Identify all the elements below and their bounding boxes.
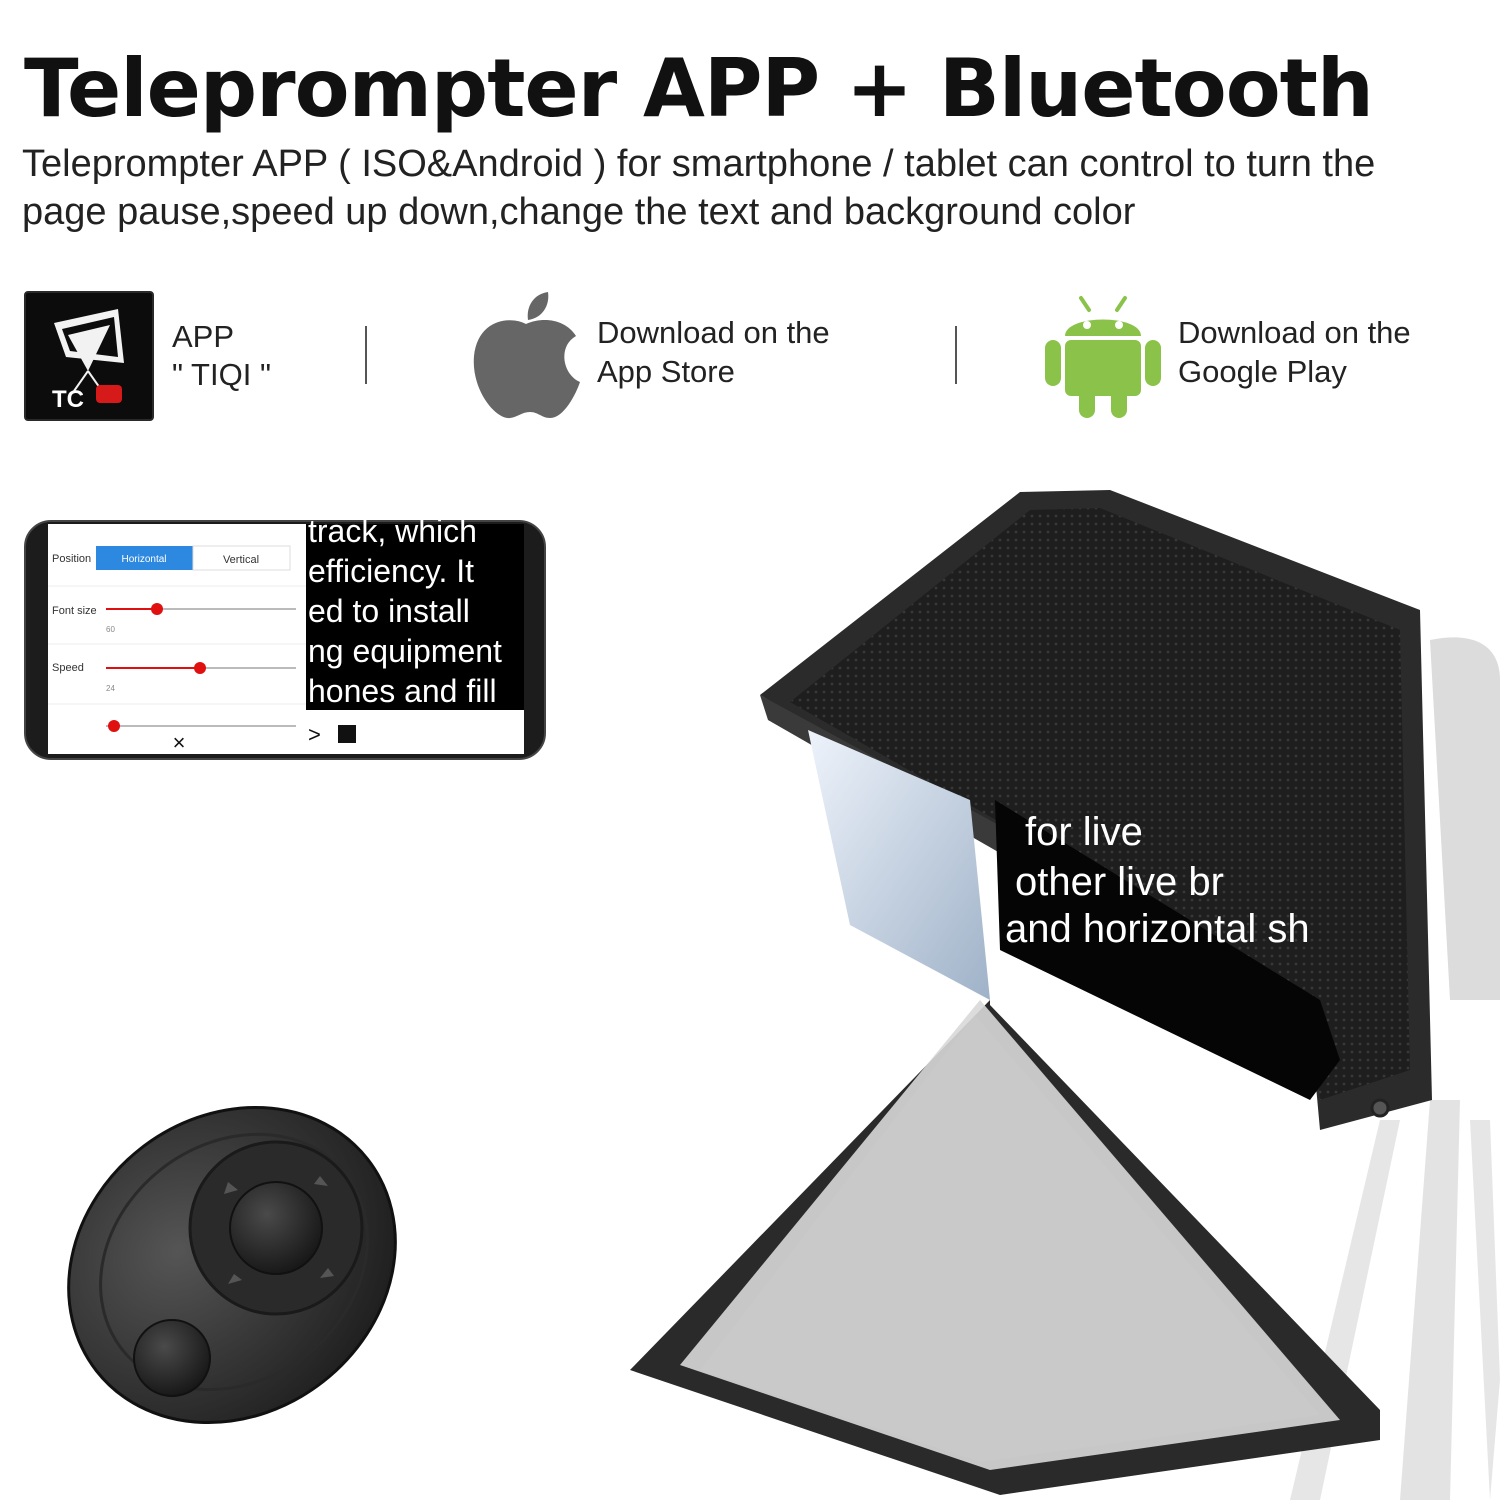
google-play-label[interactable]: Download on the Google Play (1178, 315, 1411, 389)
divider (955, 326, 957, 384)
font-size-slider-thumb[interactable] (151, 603, 163, 615)
horizontal-button[interactable] (96, 546, 193, 570)
font-size-value: 60 (106, 625, 115, 634)
mirror-text: for live other live br and horizontal sh (1005, 810, 1310, 951)
speed-value: 24 (106, 684, 115, 693)
bluetooth-remote (67, 1105, 397, 1425)
position-label: Position (52, 553, 91, 565)
svg-text:Vertical: Vertical (223, 554, 259, 566)
center-button[interactable] (229, 1181, 323, 1275)
android-icon[interactable] (1043, 292, 1163, 420)
tiqi-app-logo[interactable]: TC (24, 291, 154, 421)
divider (365, 326, 367, 384)
script-text: track, which efficiency. It ed to instal… (308, 520, 511, 709)
arrow-icon (224, 1182, 238, 1194)
next-icon[interactable]: > (308, 722, 321, 747)
hinge-knob[interactable] (1370, 1098, 1390, 1118)
vertical-button[interactable] (192, 545, 291, 571)
page-subtitle: Teleprompter APP ( ISO&Android ) for sma… (22, 143, 1376, 233)
app-store-label[interactable]: Download on the App Store (597, 315, 830, 389)
stop-icon[interactable] (338, 725, 356, 743)
svg-text:Horizontal: Horizontal (121, 554, 166, 565)
font-size-label: Font size (52, 605, 97, 617)
speed-label: Speed (52, 662, 84, 674)
close-icon[interactable]: × (173, 730, 186, 755)
app-name-label: APP " TIQI " (172, 319, 271, 392)
secondary-button[interactable] (133, 1319, 211, 1397)
apple-icon[interactable] (470, 290, 582, 420)
teleprompter-device: for live other live br and horizontal sh (630, 490, 1500, 1500)
speed-slider-thumb[interactable] (194, 662, 206, 674)
beam-splitter-glass (808, 730, 990, 1000)
teleprompter-logo-icon: TC (52, 309, 124, 413)
arrow-icon (228, 1274, 242, 1284)
phone-app-screenshot: Position Horizontal Vertical Font size 6… (24, 520, 546, 760)
arrow-icon (320, 1268, 334, 1278)
page-title: Teleprompter APP + Bluetooth (24, 42, 1374, 135)
logo-text: TC (52, 386, 84, 413)
arrow-icon (314, 1176, 328, 1186)
